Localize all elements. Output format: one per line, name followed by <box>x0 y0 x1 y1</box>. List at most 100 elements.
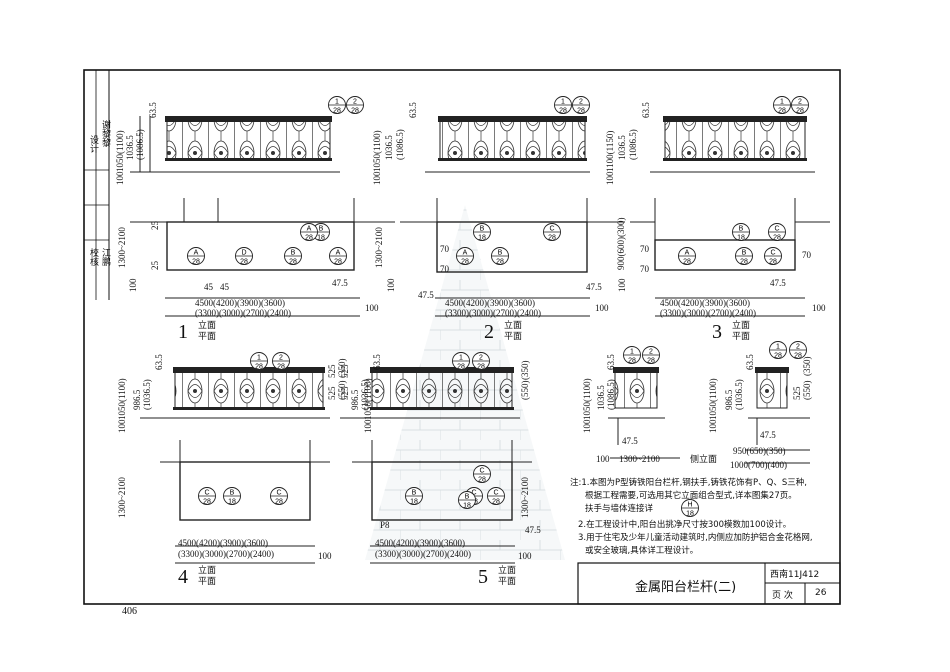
svg-text:18: 18 <box>478 235 486 242</box>
sa-bottom-b: 100 <box>596 454 610 464</box>
svg-text:28: 28 <box>773 235 781 242</box>
v5-width-a: 4500(4200)(3900)(3600) <box>375 538 465 548</box>
detail-tag-v1-8: A28 <box>329 247 347 266</box>
detail-tags: 128228B18A28A28D28B28A28128228B18C28A28B… <box>187 96 809 518</box>
side-elevation-b <box>745 367 810 464</box>
detail-tag-v1-5: A28 <box>300 223 318 242</box>
v5-plan-label: 平面 <box>498 577 517 587</box>
sb-height-f: (350) <box>802 356 812 377</box>
elevation-1 <box>130 116 340 173</box>
detail-tag-side-2: 228 <box>642 346 660 365</box>
side-elevation-a <box>608 367 680 459</box>
v4-number: 4 <box>178 566 188 588</box>
sa-height-c: (1086.5) <box>606 379 616 410</box>
stamp-designer: 谢黎黎 <box>100 120 110 147</box>
v3-height-a: 1100(1150) <box>605 130 615 172</box>
v1-plan-label: 平面 <box>198 332 217 342</box>
svg-text:28: 28 <box>740 259 748 266</box>
detail-tag-v1-1: 128 <box>328 96 346 115</box>
svg-text:C: C <box>549 226 554 233</box>
svg-text:1: 1 <box>780 99 784 106</box>
svg-text:28: 28 <box>794 353 802 360</box>
svg-text:2: 2 <box>798 99 802 106</box>
svg-text:C: C <box>204 490 209 497</box>
sa-height-b: 1036.5 <box>596 385 606 410</box>
detail-tag-v5-7: C28 <box>487 487 505 506</box>
v2-width-b: (3300)(3000)(2700)(2400) <box>445 308 541 318</box>
svg-text:B: B <box>739 226 744 233</box>
sb-height-d: 525 <box>792 386 802 401</box>
svg-text:28: 28 <box>496 259 504 266</box>
svg-text:18: 18 <box>463 503 471 510</box>
detail-tag-v3-6: B 28 <box>735 247 753 266</box>
v1-small-d: 100 <box>365 303 379 313</box>
svg-text:C: C <box>493 490 498 497</box>
elevation-5 <box>340 367 520 419</box>
v1-height-g: 25 <box>150 221 160 230</box>
v3-height-c: (1086.5) <box>628 129 638 160</box>
sa-height-a: 1050(1100) <box>582 378 592 420</box>
detail-tag-v4-4: B18 <box>223 487 241 506</box>
v2-elev-label: 立面 <box>504 321 523 331</box>
sb-height-b: 986.5 <box>724 389 734 410</box>
v4-height-b: 986.5 <box>132 389 142 410</box>
svg-text:2: 2 <box>649 349 653 356</box>
v5-small-b: 100 <box>518 551 532 561</box>
side-elevation-label: 侧立面 <box>690 455 718 465</box>
v5-elev-label: 立面 <box>498 566 517 576</box>
detail-tag-side-4: 228 <box>789 341 807 360</box>
svg-text:B: B <box>480 226 485 233</box>
svg-text:B: B <box>742 250 747 257</box>
svg-text:28: 28 <box>548 235 556 242</box>
svg-text:B: B <box>291 250 296 257</box>
svg-text:28: 28 <box>240 259 248 266</box>
page-value: 26 <box>815 588 827 598</box>
plan-5 <box>352 440 532 564</box>
svg-text:28: 28 <box>192 259 200 266</box>
svg-text:1: 1 <box>335 99 339 106</box>
detail-tag-v3-5: A28 <box>678 247 696 266</box>
svg-text:2: 2 <box>479 355 483 362</box>
svg-text:28: 28 <box>351 108 359 115</box>
detail-tag-v3-3: B18 <box>732 223 750 242</box>
v2-height-b: 1036.5 <box>384 135 394 160</box>
elevation-2 <box>425 116 590 173</box>
v4-elev-label: 立面 <box>198 566 217 576</box>
detail-tag-v2-5: A28 <box>456 247 474 266</box>
page-label: 页 次 <box>772 591 793 601</box>
svg-text:28: 28 <box>277 364 285 371</box>
v2-height-c: (1086.5) <box>395 129 405 160</box>
svg-text:28: 28 <box>478 477 486 484</box>
detail-tag-v4-2: 228 <box>272 352 290 371</box>
v5-height-e: 100 <box>363 419 373 434</box>
svg-text:1: 1 <box>561 99 565 106</box>
svg-text:C: C <box>774 226 779 233</box>
v1-elev-label: 立面 <box>198 321 217 331</box>
note-line-6: 或安全玻璃,具体详工程设计。 <box>585 546 699 556</box>
note-line-3: 扶手与墙体连接详 <box>585 504 654 514</box>
v5-height-b: 986.5 <box>350 389 360 410</box>
v4-width-b: (3300)(3000)(2700)(2400) <box>178 549 274 559</box>
sb-bottom-b: 950(650)(350) <box>733 446 786 456</box>
note-line-4: 2.在工程设计中,阳台出挑净尺寸按300模数加100设计。 <box>578 520 792 530</box>
v1-width-a: 4500(4200)(3900)(3600) <box>195 298 285 308</box>
v2-height-g: 70 <box>440 244 449 254</box>
detail-tag-v2-1: 128 <box>554 96 572 115</box>
svg-text:28: 28 <box>778 108 786 115</box>
sa-bottom-c: 1300~2100 <box>619 454 660 464</box>
v2-height-f: 1300~2100 <box>374 227 384 268</box>
v5-small-a: 47.5 <box>525 525 541 535</box>
v1-height-f: 1300~2100 <box>117 227 127 268</box>
v2-small-b: 47.5 <box>586 282 602 292</box>
v4-height-d: 63.5 <box>154 354 164 370</box>
detail-tag-side-3: 128 <box>769 341 787 360</box>
v1-small-c: 47.5 <box>332 278 348 288</box>
sa-height-d: 63.5 <box>606 354 616 370</box>
v2-height-d: 63.5 <box>408 102 418 118</box>
title-block-frame <box>577 562 841 605</box>
plan-4 <box>160 440 330 564</box>
stamp-check-label: 校核 <box>88 248 98 266</box>
v4-height-c: (1036.5) <box>142 379 152 410</box>
v3-height-i: 100 <box>617 278 627 293</box>
